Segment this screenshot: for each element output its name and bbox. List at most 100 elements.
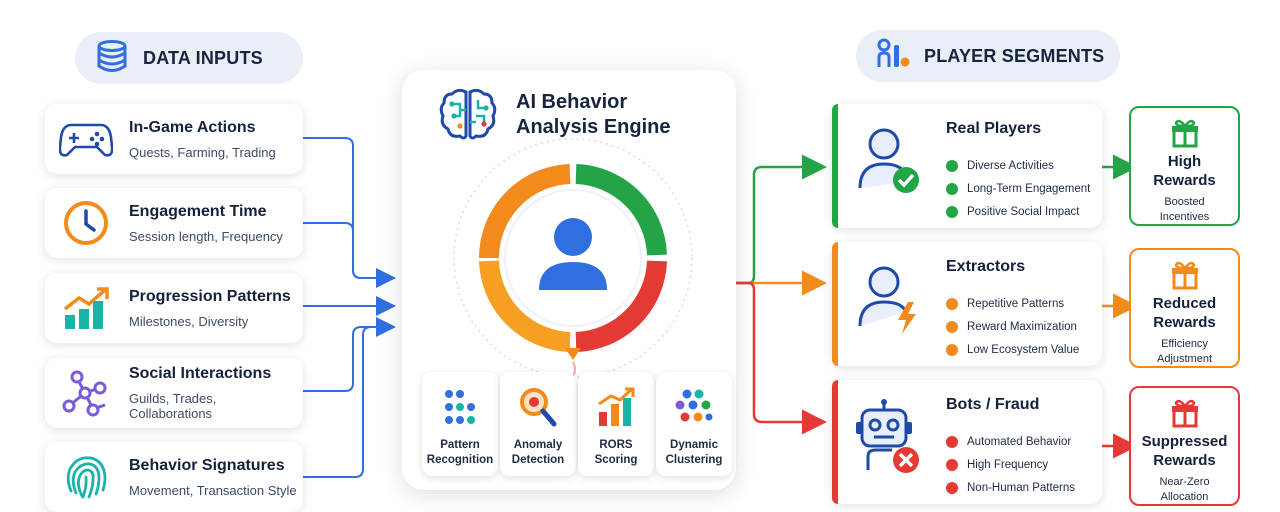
robot-icon — [854, 398, 928, 483]
segment-accent-bar — [832, 380, 838, 504]
input-subtitle: Milestones, Diversity — [129, 313, 249, 329]
check-icon — [946, 182, 958, 195]
fingerprint-icon — [55, 453, 117, 501]
list-item: Repetitive Patterns — [946, 292, 1079, 315]
bullet-icon — [946, 481, 958, 494]
player-segments-header: PLAYER SEGMENTS — [856, 30, 1120, 82]
ring-segment-orange-top — [479, 164, 571, 259]
segment-bots-fraud: Bots / Fraud Automated Behavior High Fre… — [832, 380, 1102, 504]
connector-actions — [303, 137, 396, 288]
bullet-icon — [946, 320, 958, 333]
database-icon — [95, 39, 129, 78]
magnifier-icon — [500, 372, 576, 428]
input-title: Progression Patterns — [129, 287, 291, 305]
module-pattern-recognition: Pattern Recognition — [422, 372, 498, 476]
connector-bots — [736, 281, 827, 435]
input-card-behavior-signatures: Behavior Signatures Movement, Transactio… — [45, 442, 303, 512]
segment-real-players: Real Players Diverse Activities Long-Ter… — [832, 104, 1102, 228]
input-subtitle: Quests, Farming, Trading — [129, 144, 276, 160]
module-anomaly-detection: Anomaly Detection — [500, 372, 576, 476]
ring-segment-red — [575, 260, 667, 352]
segment-accent-bar — [832, 104, 838, 228]
list-item: Non-Human Patterns — [946, 476, 1075, 499]
reward-desc-line2: Adjustment — [1156, 353, 1213, 365]
input-subtitle: Session length, Frequency — [129, 228, 283, 244]
brain-icon — [438, 86, 498, 147]
input-card-engagement-time: Engagement Time Session length, Frequenc… — [45, 188, 303, 258]
dots-icon — [422, 372, 498, 428]
segment-accent-bar — [832, 242, 838, 366]
connector-social — [303, 317, 396, 392]
data-inputs-title: DATA INPUTS — [143, 47, 263, 68]
bullet-icon — [946, 458, 958, 471]
input-title: Social Interactions — [128, 365, 272, 382]
connector-real-players — [736, 154, 827, 285]
module-dynamic-clustering: Dynamic Clustering — [656, 372, 732, 476]
input-title: Engagement Time — [129, 202, 267, 220]
engine-title-line2: Analysis Engine — [516, 116, 671, 138]
input-title: In-Game Actions — [129, 118, 256, 136]
reward-title-line1: Suppressed — [1141, 433, 1228, 450]
check-icon — [946, 205, 958, 218]
gift-icon — [1131, 398, 1238, 428]
input-subtitle: Movement, Transaction Style — [129, 482, 297, 498]
bullet-icon — [946, 435, 958, 448]
connector-engagement — [303, 222, 392, 279]
module-label-line2: Clustering — [665, 454, 723, 466]
segment-title: Bots / Fraud — [946, 396, 1040, 413]
user-icon — [539, 218, 607, 290]
reward-title-line2: Rewards — [1153, 452, 1216, 469]
ring-segment-green — [575, 164, 667, 256]
ai-engine-panel: AI Behavior Analysis Engine — [402, 70, 736, 490]
segment-traits: Automated Behavior High Frequency Non-Hu… — [946, 430, 1075, 499]
list-item: Positive Social Impact — [946, 200, 1090, 223]
reward-desc-line2: Allocation — [1160, 491, 1209, 503]
module-label-line2: Detection — [511, 454, 565, 466]
module-label-line1: Anomaly — [513, 439, 563, 451]
list-item: Low Ecosystem Value — [946, 338, 1079, 361]
list-item: High Frequency — [946, 453, 1075, 476]
module-label-line2: Scoring — [594, 454, 638, 466]
segment-traits: Repetitive Patterns Reward Maximization … — [946, 292, 1079, 361]
segment-extractors: Extractors Repetitive Patterns Reward Ma… — [832, 242, 1102, 366]
reward-title-line1: High — [1167, 153, 1202, 170]
module-rors-scoring: RORS Scoring — [578, 372, 654, 476]
input-card-progression-patterns: Progression Patterns Milestones, Diversi… — [45, 273, 303, 343]
input-subtitle: Guilds, Trades, Collaborations — [128, 391, 217, 421]
reward-title-line2: Rewards — [1153, 314, 1216, 331]
input-card-in-game-actions: In-Game Actions Quests, Farming, Trading — [45, 104, 303, 174]
gift-icon — [1131, 260, 1238, 290]
growth-chart-icon — [55, 285, 117, 331]
list-item: Reward Maximization — [946, 315, 1079, 338]
analysis-ring — [453, 138, 693, 378]
reward-title-line2: Rewards — [1153, 172, 1216, 189]
segments-icon — [876, 37, 910, 76]
user-check-icon — [854, 122, 928, 203]
module-label-line1: Dynamic — [670, 439, 718, 451]
list-item: Automated Behavior — [946, 430, 1075, 453]
segment-title: Extractors — [946, 258, 1026, 275]
clock-icon — [55, 199, 117, 247]
segment-title: Real Players — [946, 120, 1042, 137]
gift-icon — [1131, 118, 1238, 148]
module-label-line2: Recognition — [426, 454, 494, 466]
network-icon — [55, 369, 117, 417]
data-inputs-header: DATA INPUTS — [75, 32, 303, 84]
engine-title: AI Behavior Analysis Engine — [516, 90, 671, 140]
list-item: Diverse Activities — [946, 154, 1090, 177]
ring-segment-orange-bottom — [479, 260, 571, 352]
cluster-icon — [656, 372, 732, 428]
input-title: Behavior Signatures — [129, 456, 285, 474]
check-icon — [946, 159, 958, 172]
connector-signatures — [303, 326, 392, 478]
list-item: Long-Term Engagement — [946, 177, 1090, 200]
module-label-line1: Pattern — [440, 439, 480, 451]
engine-title-line1: AI Behavior — [516, 91, 628, 113]
reward-desc-line1: Boosted — [1164, 196, 1205, 208]
gamepad-icon — [55, 119, 117, 159]
input-card-social-interactions: Social Interactions Guilds, Trades, Coll… — [45, 358, 303, 428]
player-segments-title: PLAYER SEGMENTS — [924, 45, 1105, 66]
module-label-line1: RORS — [599, 439, 633, 451]
